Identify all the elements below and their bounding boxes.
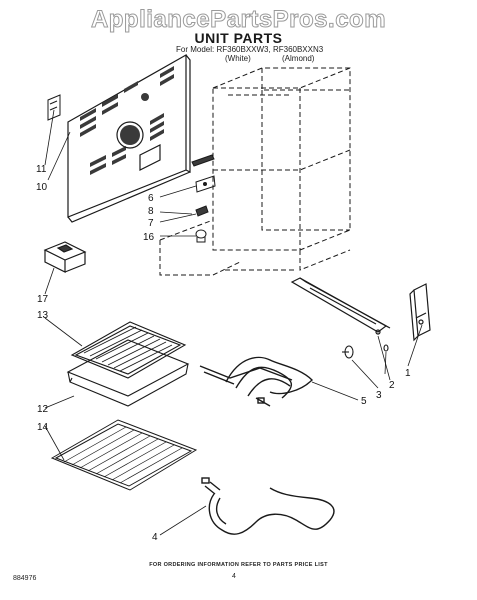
drawing-code: 884976 (13, 575, 37, 582)
callout-11: 11 (36, 164, 47, 175)
bracket-part-11 (47, 94, 61, 121)
ordering-note: FOR ORDERING INFORMATION REFER TO PARTS … (149, 562, 328, 568)
callout-6: 6 (148, 193, 154, 204)
page-title: UNIT PARTS (194, 30, 283, 46)
bracket-part-8 (195, 175, 216, 193)
page-number: 4 (232, 573, 236, 580)
watermark: AppliancePartsPros.com (90, 6, 387, 34)
block-part-17 (43, 241, 87, 273)
oven-cavity-outline (159, 67, 351, 276)
bake-element-part-4 (201, 477, 335, 535)
back-panel (67, 53, 191, 223)
callout-8: 8 (148, 206, 154, 217)
rack-support-part-2 (290, 277, 391, 335)
callout-17: 17 (37, 294, 49, 305)
callout-13: 13 (37, 310, 49, 321)
callout-14: 14 (37, 422, 49, 433)
model-line: For Model: RF360BXXW3, RF360BXXN3 (176, 45, 323, 54)
sensor-part-16 (195, 229, 207, 243)
callout-7: 7 (148, 218, 154, 229)
clip-part-7 (195, 205, 209, 217)
callout-10: 10 (36, 182, 48, 193)
terminal-block-part-6 (191, 154, 215, 167)
callout-12: 12 (37, 404, 49, 415)
broil-pan-insert-part-13 (70, 321, 187, 379)
oven-rack-part-14 (50, 419, 198, 491)
bracket-part-1 (409, 283, 431, 342)
broil-element-part-5 (199, 356, 313, 407)
callout-2: 2 (389, 380, 395, 391)
broil-pan-part-12 (66, 339, 190, 407)
variant-white: (White) (225, 54, 251, 63)
model-white: RF360BXXW3, (216, 45, 271, 54)
callout-4: 4 (152, 532, 158, 543)
callout-5: 5 (361, 396, 367, 407)
variant-almond: (Almond) (282, 54, 315, 63)
grommet-part-3 (342, 344, 389, 359)
callout-3: 3 (376, 390, 382, 401)
callout-16: 16 (143, 232, 155, 243)
callout-1: 1 (405, 368, 411, 379)
model-prefix: For Model: (176, 45, 215, 54)
leader-lines (44, 109, 423, 536)
model-almond: RF360BXXN3 (272, 45, 324, 54)
